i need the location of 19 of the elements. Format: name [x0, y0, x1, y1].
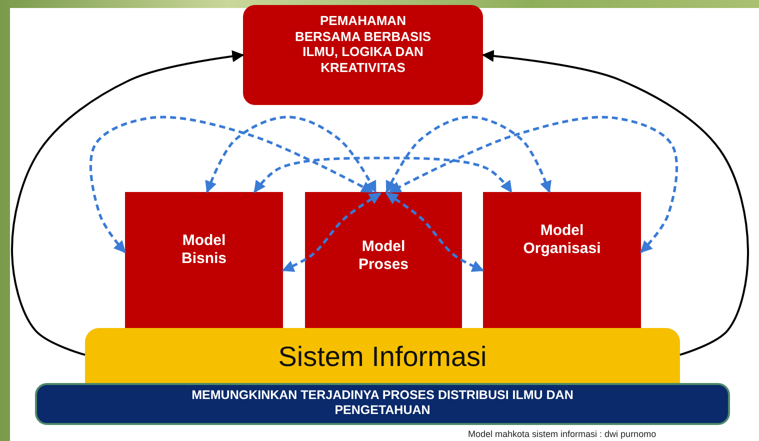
dashed-arrow: [89, 116, 374, 254]
dashed-arrow: [254, 156, 512, 193]
arrow: [482, 50, 749, 356]
dashed-arrow: [386, 192, 484, 272]
dashed-arrow: [205, 116, 377, 194]
node-text: Model Organisasi: [522, 222, 602, 258]
arrow: [11, 50, 244, 356]
dashed-arrow: [385, 116, 552, 194]
foundation-bar: [35, 383, 730, 425]
node-text: Model Proses: [357, 238, 410, 274]
dashed-arrow: [388, 116, 678, 254]
node-text: Sistem Informasi: [278, 340, 487, 374]
dashed-arrow: [282, 192, 382, 272]
node-text: PEMAHAMAN BERSAMA BERBASIS ILMU, LOGIKA DAN KREATIVITAS: [294, 13, 432, 76]
goal-box: [243, 5, 483, 105]
system-bar: [85, 328, 680, 385]
node-text: Model Bisnis: [180, 232, 228, 268]
credit-note: Model mahkota sistem informasi : dwi purnomo: [468, 429, 656, 439]
node-text: MEMUNGKINKAN TERJADINYA PROSES DISTRIBUSI ILMU DAN PENGETAHUAN: [190, 388, 574, 418]
